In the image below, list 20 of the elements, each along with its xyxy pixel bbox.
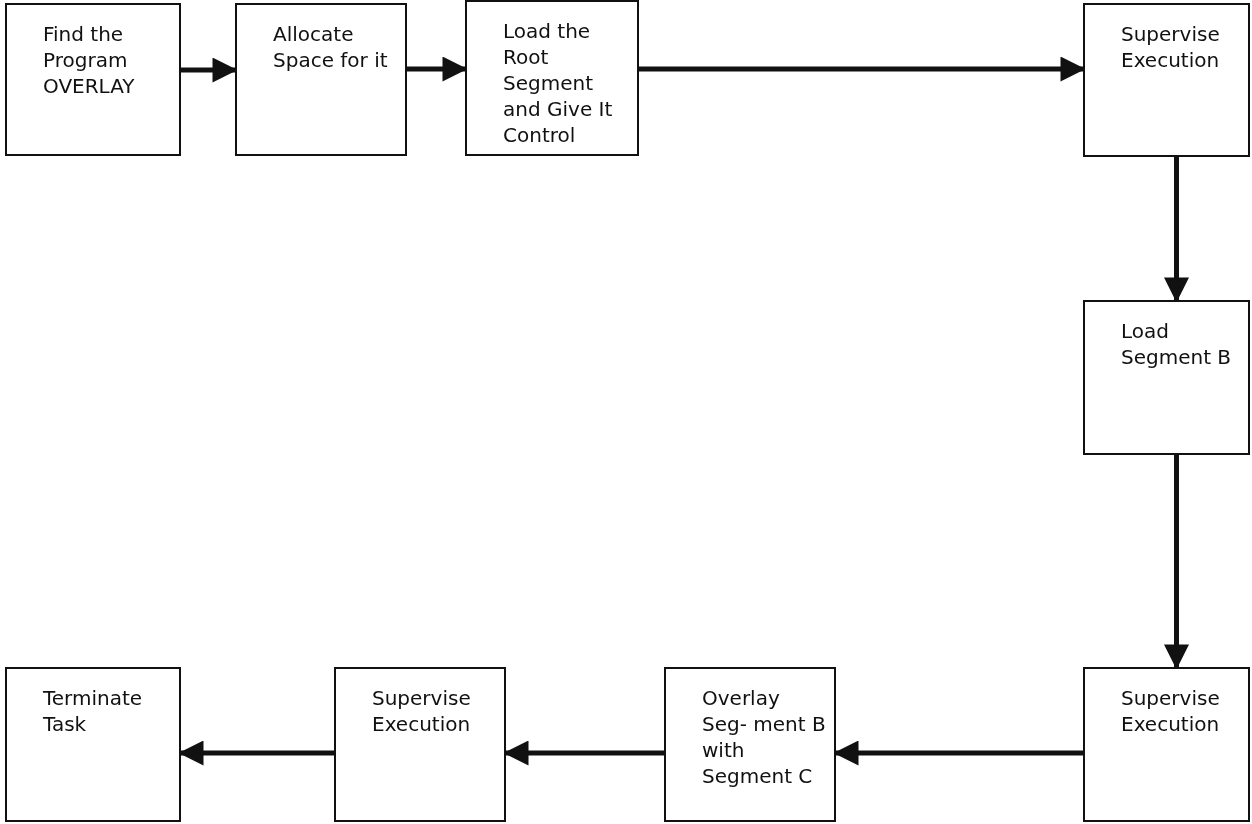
process-box [1083, 3, 1250, 157]
box-text: Allocate Space for it [273, 21, 389, 73]
box-text: Load the Root Segment and Give It Control [503, 18, 614, 148]
arrow [1164, 455, 1189, 670]
process-box [1083, 300, 1250, 455]
box-text: Supervise Execution [1121, 685, 1221, 737]
box-text: Supervise Execution [1121, 21, 1221, 73]
process-box [1083, 667, 1250, 822]
process-box [465, 0, 639, 156]
process-box [664, 667, 836, 822]
process-box [235, 3, 407, 156]
box-text: Overlay Seg- ment B with Segment C [702, 685, 826, 789]
arrow [1164, 157, 1189, 303]
box-text: Load Segment B [1121, 318, 1233, 370]
box-text: Terminate Task [43, 685, 144, 737]
box-text: Find the Program OVERLAY [43, 21, 136, 99]
process-box [5, 3, 181, 156]
box-text: Supervise Execution [372, 685, 472, 737]
process-box [334, 667, 506, 822]
process-box [5, 667, 181, 822]
